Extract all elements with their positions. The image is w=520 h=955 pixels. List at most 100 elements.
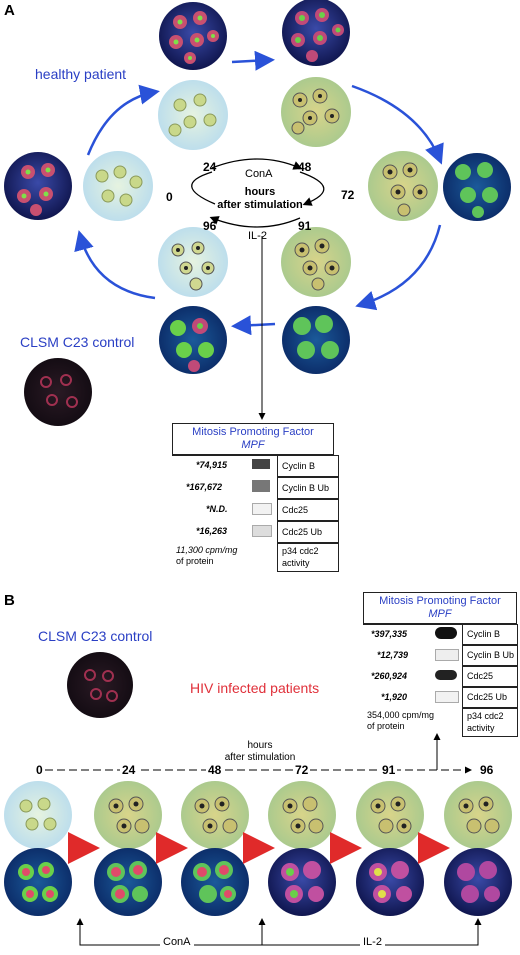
micrograph-a-24h-light xyxy=(158,80,228,150)
micrograph-b-24h-light xyxy=(94,781,162,849)
arrow-a-bottom xyxy=(231,315,276,336)
micrograph-b-48h-fluor xyxy=(181,848,249,916)
mpf-b-row1-label: Cyclin B Ub xyxy=(462,645,518,666)
mpf-b-activity-label-2: activity xyxy=(467,723,495,733)
mpf-a-activity-label: p34 cdc2 activity xyxy=(277,543,339,572)
micrograph-a-96h-light xyxy=(158,227,228,297)
mpf-b-row0-label: Cyclin B xyxy=(462,624,518,645)
micrograph-b-96h-light xyxy=(444,781,512,849)
mpf-a-title: Mitosis Promoting Factor xyxy=(192,426,314,438)
hour-b-96: 96 xyxy=(478,763,496,777)
micrograph-b-91h-fluor xyxy=(356,848,424,916)
mpf-b-row1-value: *12,739 xyxy=(377,650,409,660)
blot-band xyxy=(435,649,459,661)
mpf-b-activity-unit: of protein xyxy=(367,721,405,731)
micrograph-a-72h-fluor xyxy=(443,153,511,221)
arc-a-cona xyxy=(211,158,303,170)
table-row: *12,739 Cyclin B Ub xyxy=(363,645,518,666)
hour-a-24: 24 xyxy=(203,160,217,174)
table-row: *1,920 Cdc25 Ub xyxy=(363,687,518,708)
hour-a-48: 48 xyxy=(298,160,312,174)
mpf-a-row1-value: *167,672 xyxy=(186,482,223,492)
mpf-b-activity-number: 354,000 cpm/mg xyxy=(367,710,435,720)
hours-caption-b-line1: hours xyxy=(247,740,273,751)
mpf-a-row2-value: *N.D. xyxy=(206,504,228,514)
center-caption-a-line2: after stimulation xyxy=(217,199,303,211)
hours-caption-b: hours after stimulation xyxy=(215,740,305,764)
micrograph-a-0h-light xyxy=(83,151,153,221)
center-caption-a-line1: hours xyxy=(244,186,276,198)
arrow-a-lower-left xyxy=(74,230,156,300)
micrograph-b-0h-light xyxy=(4,781,72,849)
mpf-a-activity-unit: of protein xyxy=(176,556,214,566)
table-row: *167,672 Cyclin B Ub xyxy=(172,477,339,499)
mpf-table-b-rows: *397,335 Cyclin B *12,739 Cyclin B Ub *2… xyxy=(363,624,518,738)
mpf-a-row2-label: Cdc25 xyxy=(277,499,339,521)
micrograph-a-91h-light xyxy=(281,227,351,297)
blot-band xyxy=(252,503,272,515)
table-row: *260,924 Cdc25 xyxy=(363,666,518,687)
mpf-a-row3-label: Cdc25 Ub xyxy=(277,521,339,543)
micrograph-b-91h-light xyxy=(356,781,424,849)
micrograph-a-48h-light xyxy=(281,77,351,147)
arrow-a-top xyxy=(231,50,275,71)
arc-a-right xyxy=(299,171,325,206)
hour-b-24: 24 xyxy=(120,763,138,777)
blot-band xyxy=(435,627,457,639)
control-label-b: CLSM C23 control xyxy=(38,628,153,644)
micrograph-b-control xyxy=(67,652,133,718)
micrograph-a-top-left-fluor xyxy=(159,2,227,70)
arrow-a-upper-left xyxy=(86,84,160,156)
table-row: *397,335 Cyclin B xyxy=(363,624,518,645)
mpf-b-activity-value: 354,000 cpm/mg of protein xyxy=(367,710,434,732)
il2-label-b: IL-2 xyxy=(360,936,385,948)
micrograph-a-0h-fluor xyxy=(4,152,72,220)
mpf-a-activity-value: 11,300 cpm/mg of protein xyxy=(176,545,237,567)
mpf-table-a-header: Mitosis Promoting Factor MPF xyxy=(173,424,333,455)
mpf-b-title: Mitosis Promoting Factor xyxy=(379,595,501,607)
mpf-b-row3-value: *1,920 xyxy=(381,692,408,702)
hour-a-91: 91 xyxy=(298,219,312,233)
mpf-a-row3-value: *16,263 xyxy=(196,526,228,536)
mpf-a-abbr: MPF xyxy=(241,439,265,451)
mpf-b-row0-value: *397,335 xyxy=(371,629,408,639)
panel-a-letter: A xyxy=(4,2,15,19)
control-label-a: CLSM C23 control xyxy=(20,334,135,350)
hour-b-91: 91 xyxy=(380,763,398,777)
arc-a-il2 xyxy=(209,216,301,228)
mpf-a-row0-label: Cyclin B xyxy=(277,455,339,477)
micrograph-b-96h-fluor xyxy=(444,848,512,916)
blot-band xyxy=(252,480,270,492)
hour-b-72: 72 xyxy=(293,763,311,777)
mpf-b-row3-label: Cdc25 Ub xyxy=(462,687,518,708)
micrograph-a-91h-fluor xyxy=(282,306,350,374)
panel-b-letter: B xyxy=(4,592,15,609)
mpf-a-activity-label-1: p34 cdc2 xyxy=(282,546,319,556)
mpf-table-b: Mitosis Promoting Factor MPF xyxy=(363,592,517,625)
mpf-a-row1-label: Cyclin B Ub xyxy=(277,477,339,499)
hour-b-0: 0 xyxy=(34,763,45,777)
hiv-patients-label: HIV infected patients xyxy=(190,680,320,696)
mpf-b-activity-label: p34 cdc2 activity xyxy=(462,708,518,737)
center-caption-a: hours after stimulation xyxy=(210,186,310,212)
mpf-b-activity-label-1: p34 cdc2 xyxy=(467,711,504,721)
mpf-b-row2-value: *260,924 xyxy=(371,671,408,681)
micrograph-a-top-right-fluor xyxy=(282,0,350,66)
micrograph-a-control xyxy=(24,358,92,426)
blot-band xyxy=(252,459,270,469)
hour-a-96: 96 xyxy=(203,219,217,233)
blot-band xyxy=(252,525,272,537)
micrograph-b-72h-fluor xyxy=(268,848,336,916)
hours-caption-b-line2: after stimulation xyxy=(224,752,296,763)
table-row: *16,263 Cdc25 Ub xyxy=(172,521,339,543)
cona-label-a: ConA xyxy=(245,168,273,180)
mpf-b-row2-label: Cdc25 xyxy=(462,666,518,687)
mpf-table-b-header: Mitosis Promoting Factor MPF xyxy=(364,593,516,624)
mpf-b-abbr: MPF xyxy=(428,608,452,620)
mpf-a-activity-label-2: activity xyxy=(282,558,310,568)
arrow-a-lower-right xyxy=(355,224,442,311)
hour-a-0: 0 xyxy=(166,190,173,204)
bracket-b xyxy=(79,922,479,946)
hour-a-72: 72 xyxy=(341,188,355,202)
